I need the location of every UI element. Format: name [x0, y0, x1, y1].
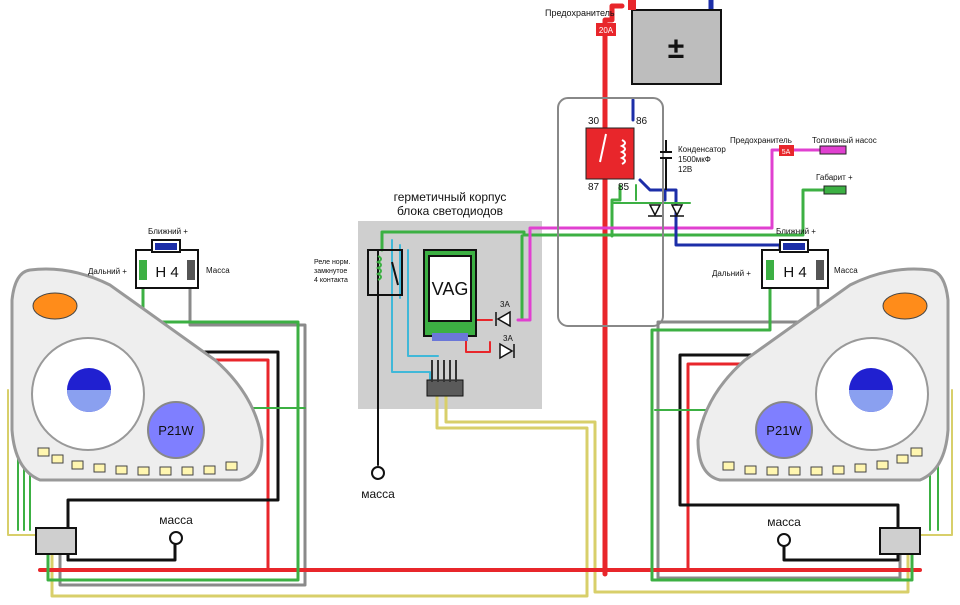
relay-pin-86: 86	[636, 116, 648, 127]
wire-magenta	[516, 148, 781, 322]
ground-terminal-center	[371, 466, 385, 480]
wire-cyan	[391, 239, 431, 384]
diode-box-2	[499, 342, 515, 360]
relay-nc-label-2: замкнутое	[314, 268, 347, 275]
wire-green	[650, 282, 914, 582]
wire-left-harness-y	[7, 389, 41, 536]
left-ground-terminal-label: масса	[159, 513, 193, 527]
right-harness-connector	[879, 527, 921, 555]
diode	[670, 204, 684, 217]
wire-black	[66, 538, 177, 562]
battery-terminal-plus	[628, 0, 636, 10]
right-p21w-bulb	[755, 401, 813, 459]
right-h4-label: H 4	[783, 264, 806, 281]
left-ground-terminal	[169, 531, 183, 545]
fuel-pump-label: Топливный насос	[812, 136, 877, 145]
relay-nc-label-3: 4 контакта	[314, 277, 348, 284]
wire-red-main	[602, 3, 625, 577]
left-turn-signal	[32, 292, 78, 320]
right-ground-label: Масса	[834, 266, 858, 275]
capacitor-label-3: 12В	[678, 165, 692, 174]
right-high-beam-label: Дальний +	[712, 269, 751, 278]
right-ground-terminal-label: масса	[767, 515, 801, 529]
right-low-beam-label: Ближний +	[776, 227, 816, 236]
right-ground-terminal	[777, 533, 791, 547]
wire-cyan	[407, 249, 439, 357]
relay-coil	[619, 139, 626, 165]
relay-enclosure	[557, 97, 664, 327]
wire-right-harness-y	[919, 389, 953, 536]
fuse-main-label: Предохранитель	[545, 8, 615, 18]
right-h4-high-pin	[766, 260, 774, 280]
wire-yellow	[50, 393, 589, 598]
left-low-beam-label: Ближний +	[148, 227, 188, 236]
right-turn-signal	[882, 292, 928, 320]
fuse-pump	[779, 145, 794, 156]
capacitor-label-1: Конденсатор	[678, 145, 726, 154]
right-h4-bulb-lower	[849, 390, 893, 412]
diode	[648, 204, 662, 217]
left-harness-connector	[35, 527, 77, 555]
relay-nc	[367, 249, 403, 296]
block-connector	[426, 379, 464, 397]
capacitor-label-2: 1500мкФ	[678, 155, 711, 164]
vag-screen	[428, 255, 472, 322]
relay-main	[585, 127, 635, 180]
left-high-beam-label: Дальний +	[88, 267, 127, 276]
wire-green-parking	[380, 188, 828, 252]
right-h4-ground-pin	[816, 260, 824, 280]
fuel-pump-connector	[819, 145, 847, 155]
battery-sign: ±	[668, 32, 684, 65]
capacitor	[660, 140, 672, 190]
left-h4-label: H 4	[155, 264, 178, 281]
relay-pin-85: 85	[618, 182, 630, 193]
relay-pin-30: 30	[588, 116, 600, 127]
battery	[631, 9, 722, 85]
wire-green-relay	[610, 184, 622, 238]
diode-box-1	[495, 310, 511, 328]
diode-label-1: 3А	[500, 300, 510, 309]
vag-connector	[432, 333, 468, 341]
left-p21w-bulb	[147, 401, 205, 459]
left-h4-low-pin	[155, 243, 177, 250]
housing-title-1: герметичный корпус	[394, 190, 507, 204]
ground-center-label: масса	[361, 487, 395, 501]
relay-switch	[599, 133, 607, 163]
relay-pin-87: 87	[588, 182, 600, 193]
fuse-main-value: 20A	[599, 26, 614, 35]
relay-nc-switch	[391, 261, 399, 286]
right-p21w-label: P21W	[766, 423, 802, 438]
wire-yellow	[444, 393, 910, 594]
wire-black	[66, 350, 280, 562]
parking-connector	[823, 185, 847, 195]
left-led-strip	[37, 447, 238, 476]
fuse-pump-value: 5A	[782, 149, 791, 156]
left-p21w-label: P21W	[158, 423, 194, 438]
left-h4-high-pin	[139, 260, 147, 280]
relay-nc-coil	[375, 255, 382, 281]
left-h4-bulb-lower	[67, 390, 111, 412]
right-led-strip	[722, 447, 923, 476]
housing-title-2: блока светодиодов	[397, 204, 503, 218]
left-ground-label: Масса	[206, 266, 230, 275]
wire-black	[678, 353, 900, 550]
vag-label: VAG	[432, 279, 469, 299]
diode-label-2: 3А	[503, 334, 513, 343]
block-connector-pins	[431, 360, 457, 382]
fuse-main	[596, 23, 616, 36]
fuse-pump-label: Предохранитель	[730, 136, 792, 145]
parking-label: Габарит +	[816, 173, 853, 182]
left-h4-ground-pin	[187, 260, 195, 280]
wire-blue	[638, 178, 782, 252]
relay-nc-label-1: Реле норм.	[314, 259, 350, 266]
right-h4-low-pin	[783, 243, 805, 250]
wire-red-box	[465, 334, 491, 353]
